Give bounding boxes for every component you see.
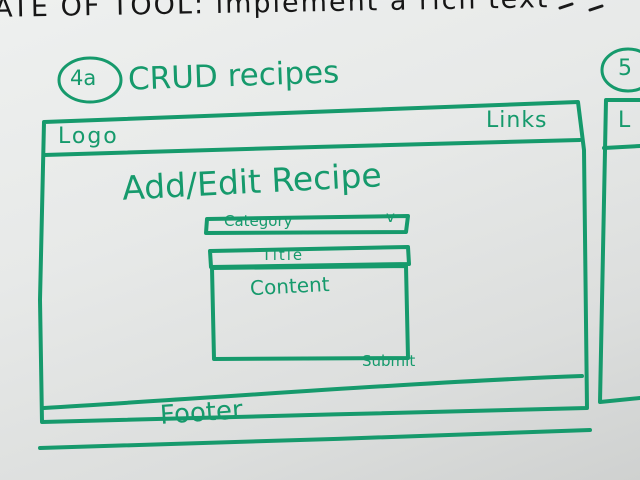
- header-divider: [42, 138, 582, 157]
- content-box[interactable]: [210, 264, 410, 361]
- section-a-number: 4a: [70, 66, 97, 90]
- top-note-strokes: [558, 2, 604, 12]
- submit-button[interactable]: Submit: [362, 352, 416, 370]
- section-b-number: 5: [618, 56, 632, 81]
- title-box[interactable]: [208, 245, 411, 269]
- title-field-label: Title: [262, 246, 305, 264]
- footer-label: Footer: [159, 395, 244, 431]
- wireframe-frame: [38, 100, 589, 424]
- category-field-label: Category: [224, 212, 293, 230]
- section-a-title: CRUD recipes: [127, 54, 340, 98]
- category-box[interactable]: [204, 214, 410, 235]
- links-label[interactable]: Links: [486, 108, 548, 133]
- section-b-frame: [598, 98, 640, 404]
- section-b-partial-label: L: [618, 108, 631, 133]
- footer-bottom-line: [38, 428, 592, 450]
- content-field-label: Content: [249, 271, 331, 301]
- section-a-number-circle: [57, 56, 123, 104]
- logo-label[interactable]: Logo: [58, 124, 119, 149]
- section-b-header-divider: [602, 144, 640, 150]
- footer-divider: [42, 374, 584, 410]
- section-b-number-circle: [600, 47, 640, 93]
- chevron-down-icon[interactable]: v: [386, 208, 395, 226]
